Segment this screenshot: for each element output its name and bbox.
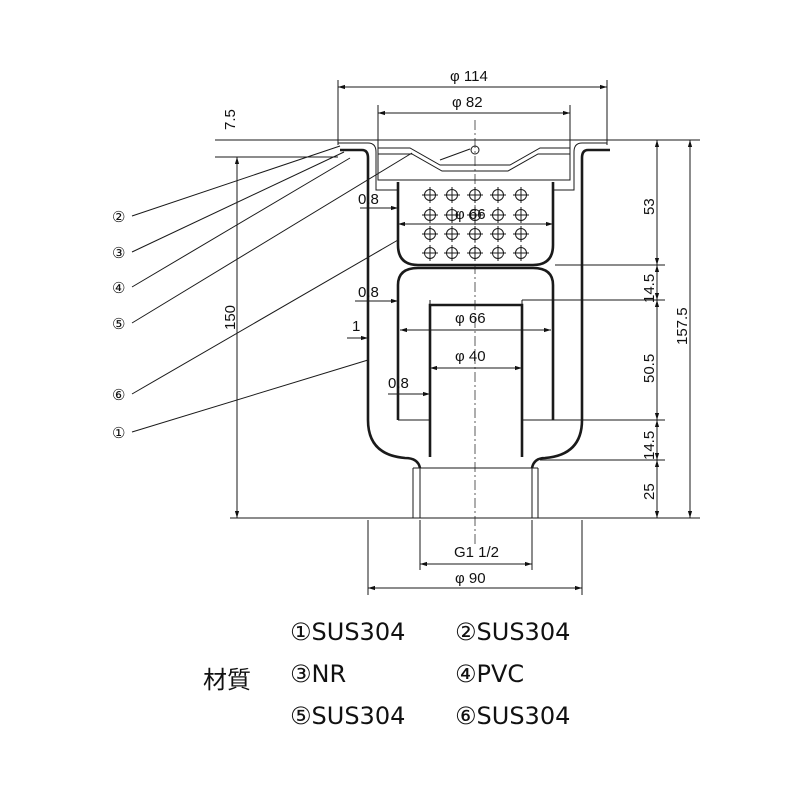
basket-hole-cross (513, 187, 529, 203)
dim-h-thread: 25 (641, 483, 658, 500)
dim-top-outer: φ 114 (450, 68, 488, 85)
dim-wall-basket: 0.8 (358, 191, 379, 208)
basket-hole-cross (422, 245, 438, 261)
dim-thread: G1 1/2 (454, 544, 499, 561)
basket-hole-cross (490, 187, 506, 203)
callout-2: ② (112, 209, 125, 226)
basket-hole-cross (422, 207, 438, 223)
material-2: ②SUS304 (455, 618, 571, 646)
leader-lines (131, 145, 413, 433)
dim-h-gap1: 14.5 (641, 274, 658, 303)
callout-1: ① (112, 425, 125, 442)
callout-3: ③ (112, 245, 125, 262)
material-1: ①SUS304 (290, 618, 406, 646)
callout-4: ④ (112, 280, 125, 297)
basket-hole-cross (490, 207, 506, 223)
dim-trap-inner: φ 40 (455, 348, 486, 365)
dim-h-basket: 53 (641, 198, 658, 215)
basket-hole-cross (490, 245, 506, 261)
material-5: ⑤SUS304 (290, 702, 406, 730)
callout-5: ⑤ (112, 316, 125, 333)
basket-hole-cross (490, 226, 506, 242)
drain-body (338, 139, 610, 519)
dim-wall-body: 1 (352, 318, 360, 335)
basket-hole-cross (422, 187, 438, 203)
basket-hole-cross (467, 187, 483, 203)
basket-hole-cross (513, 245, 529, 261)
basket-hole-cross (513, 226, 529, 242)
dim-flange: 7.5 (222, 109, 239, 130)
basket-hole-cross (444, 226, 460, 242)
basket-hole-cross (444, 187, 460, 203)
basket-hole-cross (467, 207, 483, 223)
material-4: ④PVC (455, 660, 525, 688)
dim-wall-trap-outer: 0.8 (358, 284, 379, 301)
material-6: ⑥SUS304 (455, 702, 571, 730)
materials-label: 材質 (203, 666, 251, 694)
dimension-lines (234, 84, 693, 591)
dim-wall-trap-inner: 0.8 (388, 375, 409, 392)
dim-height-left: 150 (222, 305, 239, 330)
dim-basket: φ 66 (455, 206, 486, 223)
basket-hole-cross (422, 226, 438, 242)
basket-holes (422, 187, 529, 261)
dim-height-total: 157.5 (674, 307, 691, 345)
dim-top-inner: φ 82 (452, 94, 483, 111)
material-3: ③NR (290, 660, 347, 688)
dim-h-gap2: 14.5 (641, 431, 658, 460)
basket-hole-cross (467, 245, 483, 261)
dim-body: φ 90 (455, 570, 486, 587)
callout-6: ⑥ (112, 387, 125, 404)
dim-h-trap: 50.5 (641, 354, 658, 383)
basket-hole-cross (513, 207, 529, 223)
basket-hole-cross (467, 226, 483, 242)
basket-hole-cross (444, 207, 460, 223)
dim-trap-outer: φ 66 (455, 310, 486, 327)
basket-hole-cross (444, 245, 460, 261)
